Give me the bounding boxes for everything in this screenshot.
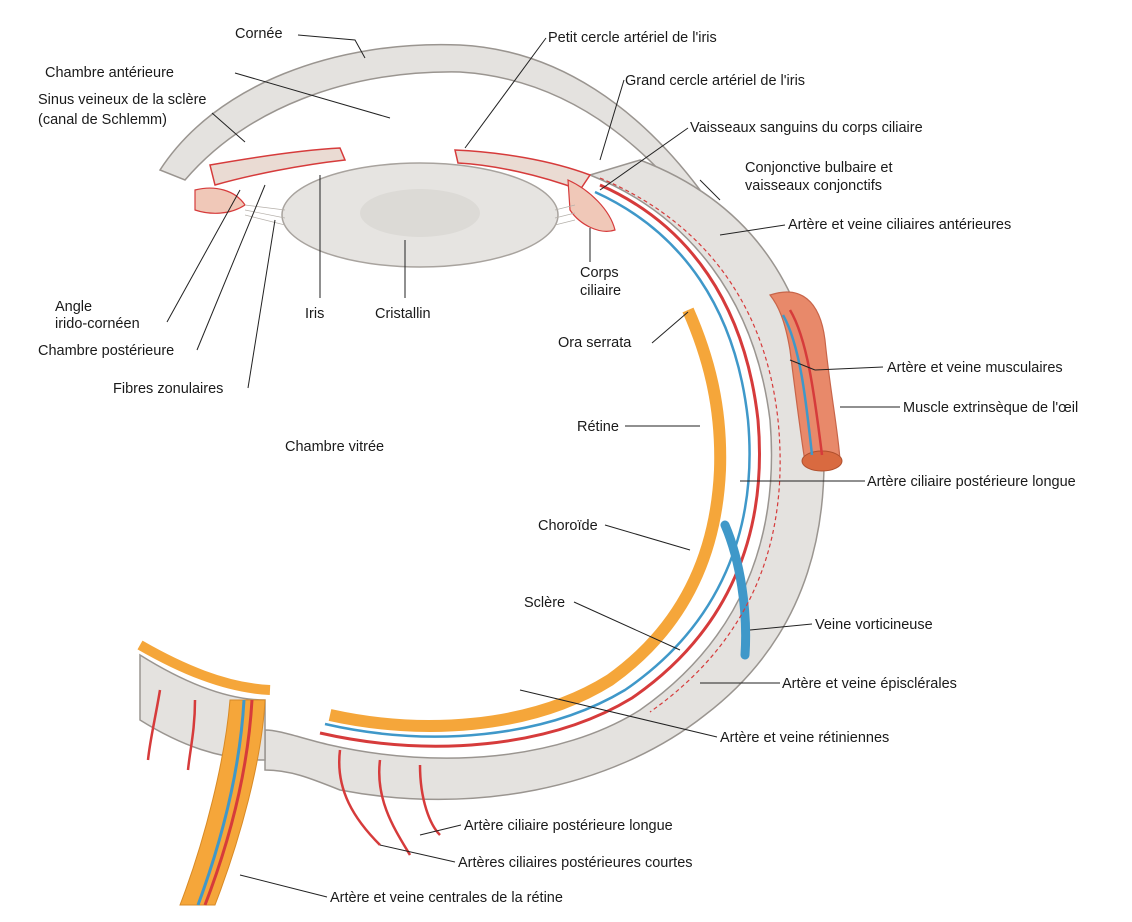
label-retine: Rétine <box>577 419 619 435</box>
label-angle-2: irido-cornéen <box>55 316 140 332</box>
lens-nucleus <box>360 189 480 237</box>
label-corps-2: ciliaire <box>580 283 621 299</box>
label-chambre-vitree: Chambre vitrée <box>285 439 384 455</box>
label-musculaires: Artère et veine musculaires <box>887 360 1063 376</box>
label-veine-vorticineuse: Veine vorticineuse <box>815 617 933 633</box>
label-cornee: Cornée <box>235 26 283 42</box>
label-angle-1: Angle <box>55 299 92 315</box>
label-cristallin: Cristallin <box>375 306 431 322</box>
label-ciliaire-post-longue: Artère ciliaire postérieure longue <box>867 474 1076 490</box>
label-episclerales: Artère et veine épisclérales <box>782 676 957 692</box>
label-ciliaires-courtes: Artères ciliaires postérieures courtes <box>458 855 693 871</box>
label-centrales: Artère et veine centrales de la rétine <box>330 890 563 906</box>
label-grand-cercle: Grand cercle artériel de l'iris <box>625 73 805 89</box>
label-conjonctive-1: Conjonctive bulbaire et <box>745 160 893 176</box>
label-muscle: Muscle extrinsèque de l'œil <box>903 400 1078 416</box>
label-vaisseaux-ciliaire: Vaisseaux sanguins du corps ciliaire <box>690 120 923 136</box>
label-sclere: Sclère <box>524 595 565 611</box>
label-iris: Iris <box>305 306 324 322</box>
label-ciliaires-anterieures: Artère et veine ciliaires antérieures <box>788 217 1011 233</box>
label-conjonctive-2: vaisseaux conjonctifs <box>745 178 882 194</box>
label-ora-serrata: Ora serrata <box>558 335 632 351</box>
label-sinus-2: (canal de Schlemm) <box>38 112 167 128</box>
label-petit-cercle: Petit cercle artériel de l'iris <box>548 30 717 46</box>
label-sinus-1: Sinus veineux de la sclère <box>38 92 206 108</box>
label-chambre-posterieure: Chambre postérieure <box>38 343 174 359</box>
label-chambre-anterieure: Chambre antérieure <box>45 65 174 81</box>
label-ciliaire-post-longue-2: Artère ciliaire postérieure longue <box>464 818 673 834</box>
label-fibres-zonulaires: Fibres zonulaires <box>113 381 223 397</box>
label-retiniennes: Artère et veine rétiniennes <box>720 730 889 746</box>
choroid-vein-layer <box>325 192 750 737</box>
label-choroide: Choroïde <box>538 518 598 534</box>
retina-layer <box>330 310 720 726</box>
label-corps-1: Corps <box>580 265 619 281</box>
ciliary-body-left <box>195 188 245 213</box>
